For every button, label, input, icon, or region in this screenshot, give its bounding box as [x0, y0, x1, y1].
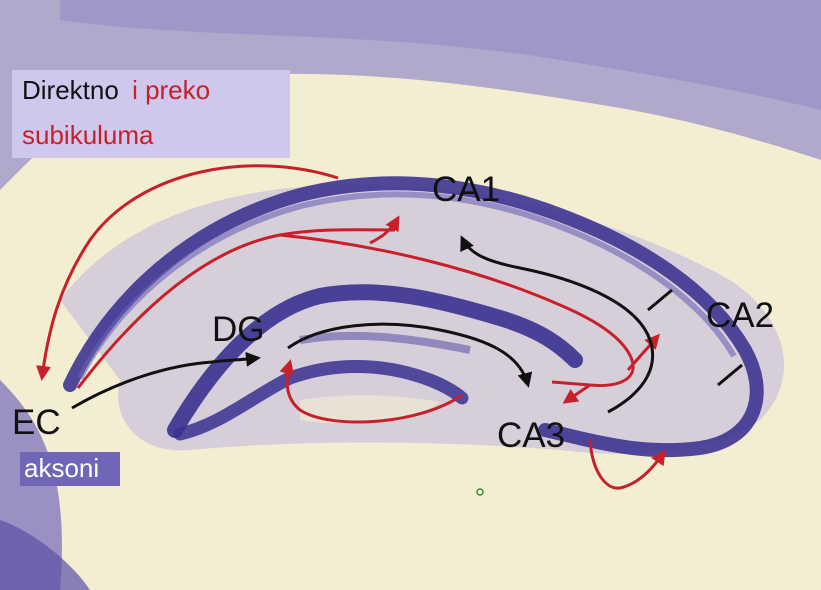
label-ca2: CA2: [706, 298, 774, 333]
label-ca1: CA1: [432, 172, 500, 207]
legend-direct-text: Direktno: [22, 75, 119, 105]
legend-via-text: i preko: [132, 75, 210, 105]
legend-line-1: Direktno i preko: [22, 77, 210, 103]
label-ca3: CA3: [497, 418, 565, 453]
label-ec: EC: [12, 405, 61, 440]
label-dg: DG: [212, 312, 265, 347]
label-axons: aksoni: [24, 455, 99, 481]
legend-subiculum-text: subikuluma: [22, 122, 154, 148]
